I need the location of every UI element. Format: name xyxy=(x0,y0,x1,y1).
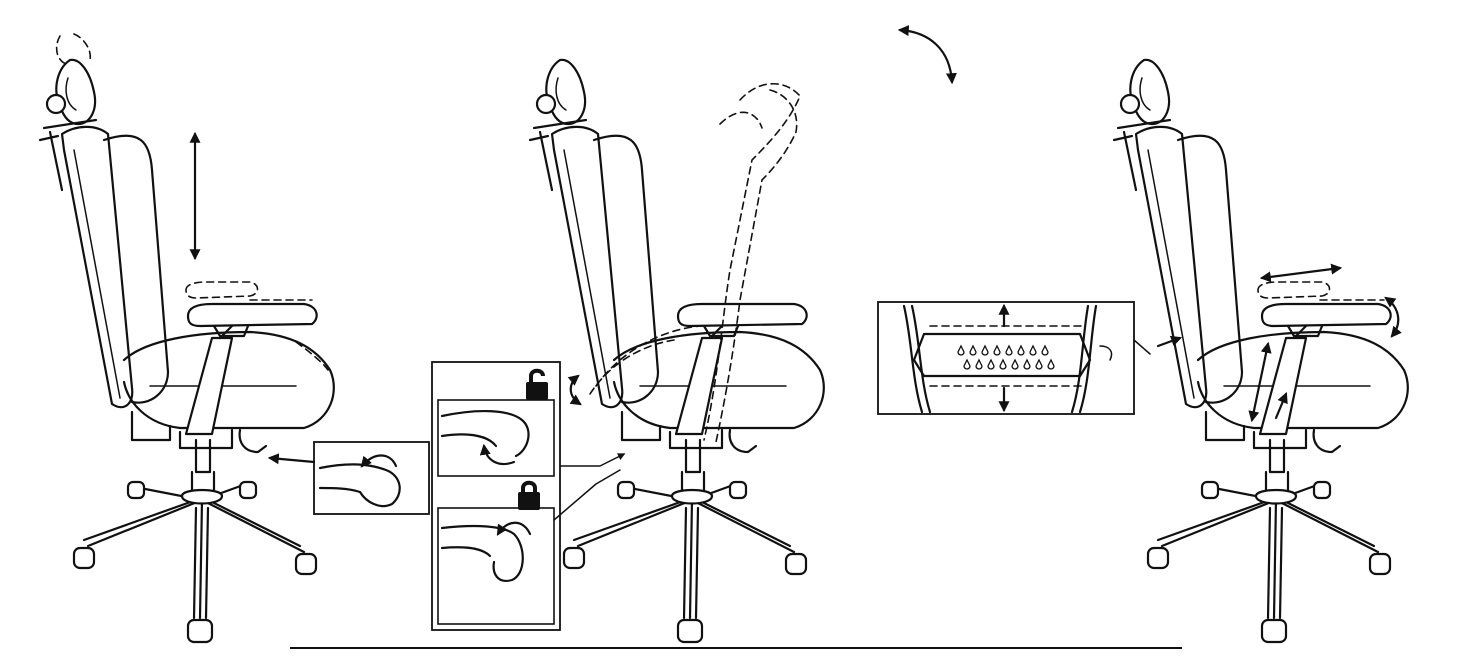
tilt-curved-arrow-icon xyxy=(567,25,957,406)
chair-left-height-adjust xyxy=(38,33,335,644)
unlocked-padlock-icon xyxy=(526,368,548,400)
lever-pull-inset xyxy=(267,441,430,515)
curved-arrow-icon xyxy=(479,443,516,466)
armrest-height-arrows xyxy=(1248,341,1288,423)
lever-pull-icon xyxy=(360,454,398,468)
chair-center-tilt xyxy=(528,58,825,644)
lumbar-support-inset xyxy=(877,301,1183,415)
left-right-arrow-icon xyxy=(1259,263,1343,283)
tilt-lock-inset xyxy=(431,361,626,631)
chair-right-armrest xyxy=(1112,58,1409,644)
pivot-arrow-icon xyxy=(1384,296,1402,338)
